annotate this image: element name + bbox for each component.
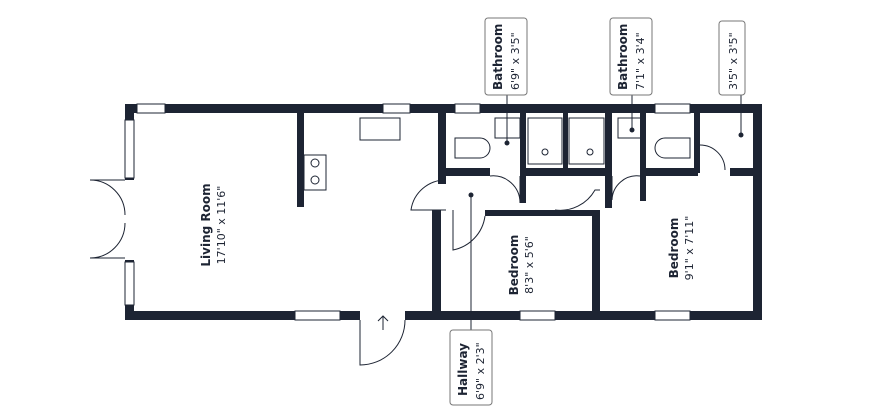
- closet-dims: 3'5" x 3'5": [727, 32, 740, 90]
- bedroom-small-name: Bedroom: [507, 235, 521, 296]
- bedroom-small-dims: 8'3" x 5'6": [523, 236, 536, 294]
- bedroom-large-name: Bedroom: [667, 218, 681, 279]
- fixtures: [303, 117, 691, 330]
- label-bedroom-large: Bedroom 9'1" x 7'11": [667, 216, 696, 281]
- bedroom-large-dims: 9'1" x 7'11": [683, 216, 696, 281]
- label-bathroom-2: Bathroom 7'1" x 3'4": [609, 17, 653, 96]
- leader-lines: [468, 95, 744, 330]
- doors: [89, 144, 726, 366]
- label-bedroom-small: Bedroom 8'3" x 5'6": [507, 235, 536, 296]
- living-room-name: Living Room: [199, 183, 213, 266]
- bathroom-1-name: Bathroom: [491, 24, 505, 90]
- bathroom-2-name: Bathroom: [616, 24, 630, 90]
- living-room-dims: 17'10" x 11'6": [215, 186, 228, 265]
- label-living-room: Living Room 17'10" x 11'6": [199, 183, 228, 266]
- bathroom-1-dims: 6'9" x 3'5": [509, 32, 522, 90]
- label-bathroom-1: Bathroom 6'9" x 3'5": [484, 17, 528, 96]
- windows: [124, 103, 691, 321]
- bathroom-2-dims: 7'1" x 3'4": [634, 32, 647, 90]
- label-closet: 3'5" x 3'5": [718, 20, 746, 96]
- label-hallway: Hallway 6'9" x 2'3": [449, 329, 493, 406]
- hallway-name: Hallway: [456, 343, 470, 396]
- hallway-dims: 6'9" x 2'3": [474, 342, 487, 400]
